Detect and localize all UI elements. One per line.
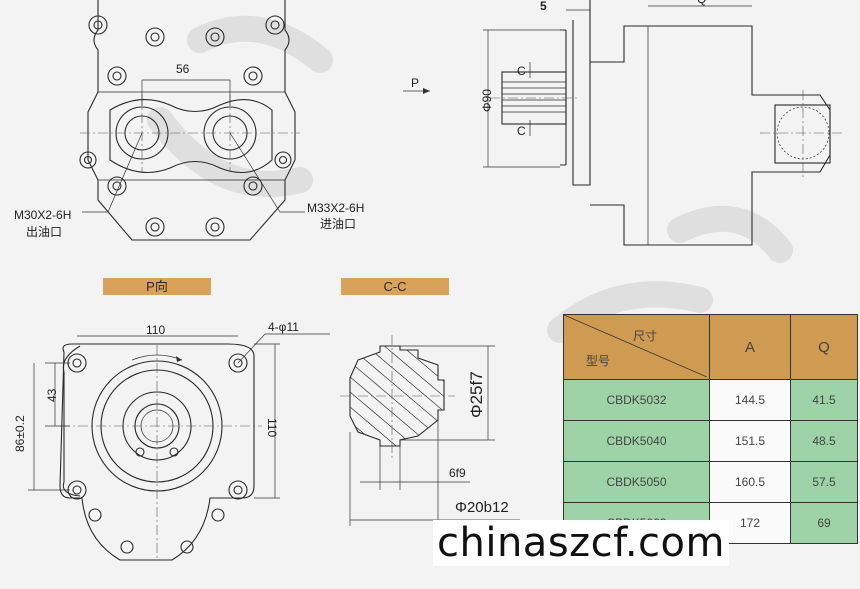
arrow-p-label: P	[411, 76, 419, 90]
corner-top-label: 尺寸	[632, 329, 657, 343]
dim-86: 86±0.2	[13, 415, 27, 452]
dim-6f9: 6f9	[449, 466, 466, 480]
col-a-header: A	[709, 314, 791, 380]
c-c-section-view: Φ25f7 6f9 Φ20b12	[340, 335, 520, 526]
dim-holes-label: 4-φ11	[268, 320, 299, 334]
q-cell: 48.5	[790, 420, 858, 462]
site-watermark: chinaszcf.com	[433, 520, 729, 566]
dim-phi90: Φ90	[480, 89, 494, 112]
outlet-thread-label: M30X2-6H	[14, 208, 71, 222]
table-corner-header: 尺寸 型号	[563, 314, 710, 380]
a-cell: 151.5	[709, 420, 791, 462]
model-cell: CBDK5050	[563, 461, 710, 503]
model-cell: CBDK5032	[563, 379, 710, 421]
dim-110-top: 110	[146, 323, 165, 337]
q-cell: 57.5	[790, 461, 858, 503]
q-cell: 69	[790, 502, 858, 544]
table-row: CBDK5050 160.5 57.5	[563, 461, 858, 503]
table-row: CBDK5040 151.5 48.5	[563, 420, 858, 462]
col-q-header: Q	[790, 314, 858, 380]
inlet-thread-label: M33X2-6H	[307, 201, 364, 215]
dim-5-label: 5	[540, 0, 547, 13]
dim-56-label: 56	[176, 62, 190, 76]
view-p-caption: P向	[103, 278, 211, 295]
spec-table: 尺寸 型号 A Q CBDK5032 144.5 41.5 CBDK5040 1…	[563, 314, 858, 544]
view-direction-arrow: P	[403, 76, 430, 94]
p-direction-view: 110 4-φ11 43 86±0.2 110	[13, 320, 330, 561]
dim-43: 43	[45, 388, 59, 402]
model-cell: CBDK5040	[563, 420, 710, 462]
inlet-name-label: 进油口	[320, 217, 356, 231]
a-cell: 160.5	[709, 461, 791, 503]
corner-bottom-label: 型号	[586, 354, 611, 368]
outlet-name-label: 出油口	[26, 225, 62, 239]
table-row: CBDK5032 144.5 41.5	[563, 379, 858, 421]
dim-phi25: Φ25f7	[467, 371, 486, 418]
view-cc-caption: C-C	[341, 278, 449, 295]
dim-phi20: Φ20b12	[455, 499, 509, 516]
section-c-top: C	[517, 64, 526, 78]
section-c-bottom: C	[517, 124, 526, 138]
a-cell: 144.5	[709, 379, 791, 421]
side-view: C C Φ90 5 Q	[480, 0, 845, 246]
q-cell: 41.5	[790, 379, 858, 421]
dim-110-side: 110	[265, 418, 279, 437]
dim-q-label: Q	[697, 0, 706, 6]
port-flange-view: 56 M30X2-6H 出油口 M33X2-6H 进油口	[14, 0, 364, 241]
